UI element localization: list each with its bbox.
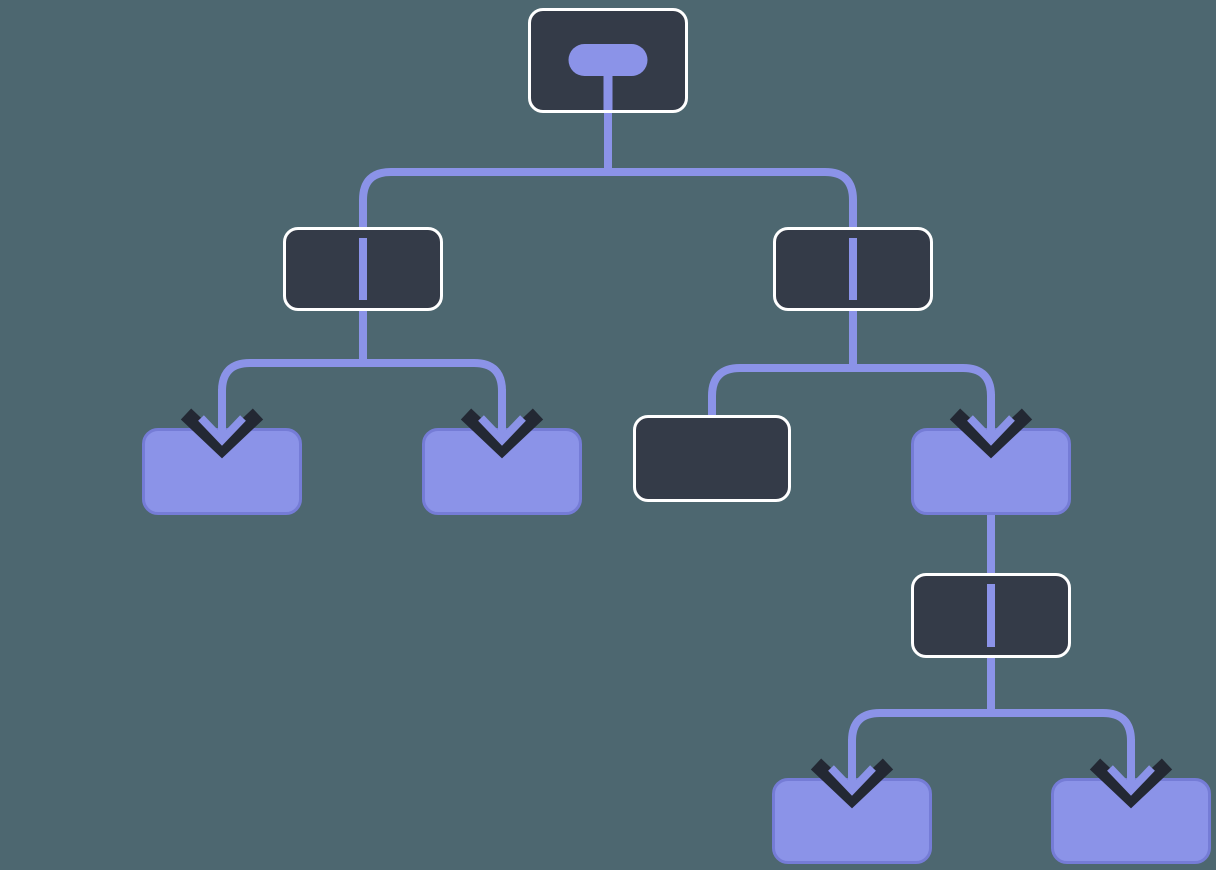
chevron-down-icon (460, 408, 544, 459)
root-node[interactable] (528, 8, 688, 113)
arrowhead-down-icon (828, 765, 876, 796)
arrowhead-down-icon (967, 415, 1015, 446)
branch-right-through-line (849, 238, 857, 300)
branch-bottom-node[interactable] (911, 573, 1071, 658)
chevron-down-icon (810, 758, 894, 809)
arrowhead-down-icon (1107, 765, 1155, 796)
expand-arrow-leaf-b[interactable] (460, 389, 544, 459)
arrowhead-down-icon (198, 415, 246, 446)
chevron-down-icon (1089, 758, 1173, 809)
edge-branch-left-rail (218, 359, 506, 392)
chevron-down-icon (949, 408, 1033, 459)
edge-branch-bottom-rail (848, 709, 1135, 742)
root-node-stem (603, 69, 613, 110)
plain-dark-node[interactable] (633, 415, 791, 502)
branch-bottom-through-line (987, 584, 995, 647)
expand-arrow-leaf-c[interactable] (949, 394, 1033, 459)
expand-arrow-leaf-d[interactable] (810, 739, 894, 809)
expand-arrow-leaf-a[interactable] (180, 389, 264, 459)
branch-left-through-line (359, 238, 367, 300)
chevron-down-icon (180, 408, 264, 459)
branch-left-node[interactable] (283, 227, 443, 311)
branch-right-node[interactable] (773, 227, 933, 311)
expand-arrow-leaf-e[interactable] (1089, 739, 1173, 809)
edge-root-to-branches (359, 168, 857, 231)
root-node-pill-icon (568, 44, 648, 76)
edge-branch-right-rail (708, 364, 995, 418)
arrowhead-down-icon (478, 415, 526, 446)
